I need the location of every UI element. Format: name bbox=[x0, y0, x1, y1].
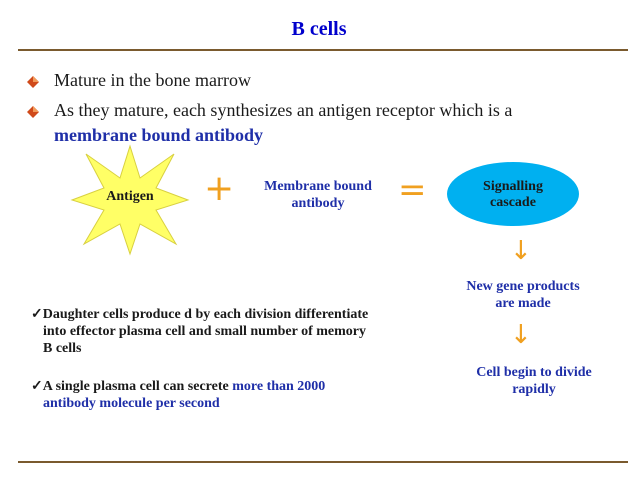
membrane-line-1: Membrane bound bbox=[264, 179, 372, 194]
signalling-label: Signalling cascade bbox=[447, 179, 579, 211]
page-title: B cells bbox=[291, 18, 347, 40]
point2-highlight: more than 2000 bbox=[232, 379, 326, 394]
antigen-star-shape bbox=[70, 144, 190, 256]
check-icon: ✓ bbox=[31, 307, 43, 322]
down-arrow-icon: ↓ bbox=[510, 320, 532, 350]
down-arrow-icon: ↓ bbox=[510, 236, 532, 266]
check-icon: ✓ bbox=[31, 379, 43, 394]
membrane-line-2: antibody bbox=[291, 196, 345, 211]
plasma-cell-point: ✓A single plasma cell can secrete more t… bbox=[31, 378, 391, 412]
bullet-text: As they mature, each synthesizes an anti… bbox=[54, 100, 513, 120]
signalling-ellipse bbox=[447, 162, 579, 226]
divide-line-1: Cell begin to divide bbox=[476, 365, 592, 380]
point1-line-1: Daughter cells produce d by each divisio… bbox=[42, 307, 369, 322]
signal-line-1: Signalling bbox=[483, 179, 543, 194]
bullet-emphasis: membrane bound antibody bbox=[54, 125, 264, 145]
point2-line-1-start: A single plasma cell can secrete bbox=[42, 379, 233, 394]
diamond-bullet-icon bbox=[27, 75, 39, 88]
newgene-line-1: New gene products bbox=[466, 279, 580, 294]
membrane-antibody-label: Membrane bound antibody bbox=[252, 178, 384, 212]
bullet-item-2: As they mature, each synthesizes an anti… bbox=[26, 100, 512, 121]
point1-line-3: B cells bbox=[43, 341, 82, 356]
bullet-item-1: Mature in the bone marrow bbox=[26, 70, 251, 91]
divide-line-2: rapidly bbox=[512, 382, 556, 397]
signal-line-2: cascade bbox=[490, 195, 536, 210]
equals-operator: = bbox=[398, 170, 427, 210]
bullet-text: Mature in the bone marrow bbox=[54, 70, 251, 90]
diamond-bullet-icon bbox=[27, 105, 39, 118]
new-gene-label: New gene products are made bbox=[447, 278, 599, 312]
daughter-cells-point: ✓Daughter cells produce d by each divisi… bbox=[31, 306, 431, 357]
newgene-line-2: are made bbox=[495, 296, 551, 311]
bottom-divider bbox=[18, 461, 628, 463]
top-divider bbox=[18, 49, 628, 51]
point2-line-2: antibody molecule per second bbox=[43, 396, 220, 411]
point1-line-2: into effector plasma cell and small numb… bbox=[43, 324, 366, 339]
cell-divide-label: Cell begin to divide rapidly bbox=[458, 364, 610, 398]
plus-operator: + bbox=[204, 168, 235, 209]
antigen-label: Antigen bbox=[106, 189, 154, 204]
